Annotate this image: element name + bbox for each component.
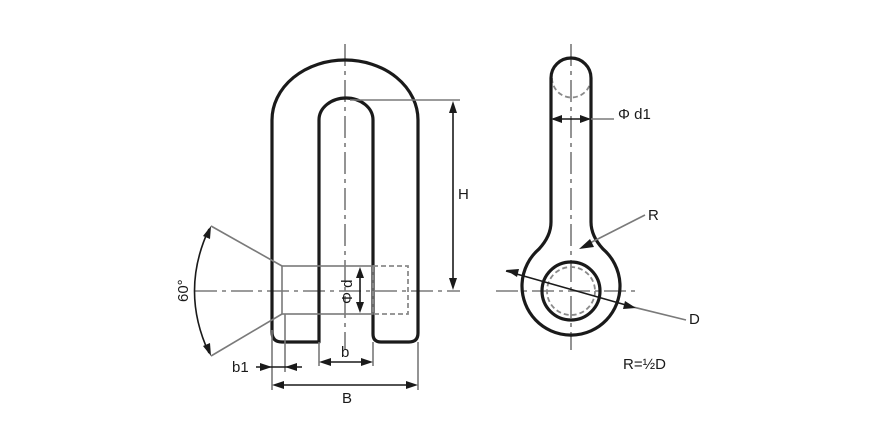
eye-hidden-circle [546,266,596,316]
h-arrow-bottom [449,278,457,290]
d-dimension-line [505,270,634,308]
b-label: b [341,344,349,361]
d-label: D [689,311,700,328]
side-body-outline [520,56,622,337]
h-label: H [458,186,469,203]
h-arrow-top [449,101,457,113]
shackle-body-outline [270,58,420,344]
d-arrow-left [506,269,519,277]
r-arrow [579,239,594,249]
B-label: B [342,390,352,407]
b1-label: b1 [232,359,249,376]
radius-formula: R=½D [623,356,666,373]
d1-label: Φ d1 [618,106,651,123]
pin-diameter-label: Φ d [339,280,356,304]
angle-leg-upper [210,225,283,267]
pin-diameter-arrow-bottom [356,302,364,313]
B-arrow-right [406,381,418,389]
pin-outline [281,265,374,315]
B-arrow-left [272,381,284,389]
angle-arrow-bottom [203,343,211,356]
angle-arrow-top [203,226,211,239]
front-view: H Φ d 60° b b1 B [175,44,469,407]
d-arrow-right [623,301,636,309]
b1-arrow-right [285,363,297,371]
d-leader [632,306,687,321]
r-leader [585,214,646,246]
side-view: Φ d1 R D R=½D [496,44,700,373]
d1-arrow-left [551,115,562,123]
angle-leg-lower [210,313,283,357]
pin-diameter-arrow-top [356,267,364,278]
pin-hidden-end [372,265,409,315]
angle-label: 60° [175,279,192,302]
angle-arc [193,228,210,354]
b1-arrow-left [260,363,272,371]
r-label: R [648,207,659,224]
d1-arrow-right [580,115,591,123]
eye-inner-circle [540,260,602,322]
b-arrow-left [319,358,331,366]
b-arrow-right [361,358,373,366]
